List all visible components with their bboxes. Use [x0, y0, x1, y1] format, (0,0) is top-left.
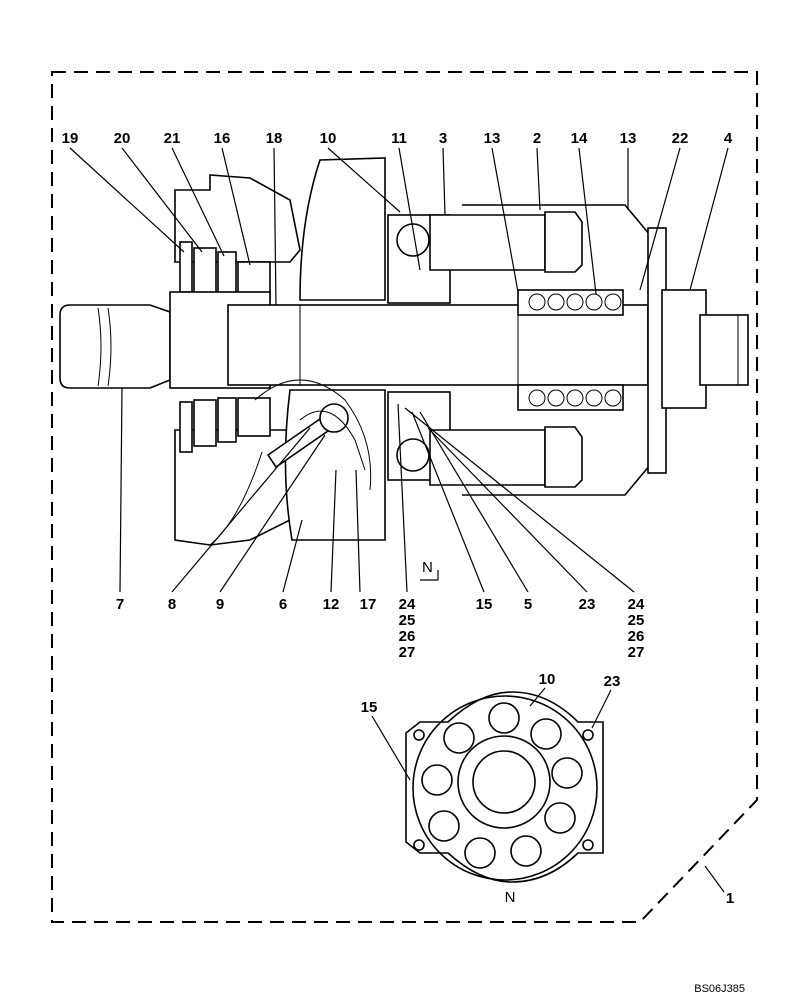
callout-13b: 13	[620, 130, 637, 147]
callout-22: 22	[672, 130, 689, 147]
callout-21: 21	[164, 130, 181, 147]
callout-25: 25	[399, 612, 416, 629]
centre-bore	[457, 735, 551, 829]
callout-27: 27	[399, 644, 416, 661]
callout-17: 17	[360, 596, 377, 613]
spring-assembly	[517, 289, 624, 411]
callout-24b: 24	[628, 596, 645, 613]
end-bearing	[661, 289, 707, 409]
callout-2: 2	[533, 130, 541, 147]
callout-8: 8	[168, 596, 176, 613]
callout-19: 19	[62, 130, 79, 147]
callout-23: 23	[579, 596, 596, 613]
drawing-code: BS06J385	[694, 983, 745, 995]
callout-10: 10	[320, 130, 337, 147]
face-callout-23: 23	[604, 673, 621, 690]
assembly-boundary	[51, 71, 758, 923]
pump-section-view	[59, 157, 749, 546]
callout-25b: 25	[628, 612, 645, 629]
callout-18: 18	[266, 130, 283, 147]
callout-7: 7	[116, 596, 124, 613]
callout-27b: 27	[628, 644, 645, 661]
callout-16: 16	[214, 130, 231, 147]
callout-9: 9	[216, 596, 224, 613]
leader-lines-bottom	[119, 387, 635, 593]
valve-plate-outline	[405, 691, 604, 883]
callout-6: 6	[279, 596, 287, 613]
callouts-bottom: 7 8 9 6 12 17 24 25 26 27 15 5 23 24 25 …	[116, 596, 645, 661]
valve-plate-face-view: 15 10 23 N	[361, 671, 621, 906]
face-callout-15: 15	[361, 699, 378, 716]
callout-12: 12	[323, 596, 340, 613]
callout-24: 24	[399, 596, 416, 613]
callout-3: 3	[439, 130, 447, 147]
callout-4: 4	[724, 130, 733, 147]
face-view-label: N	[505, 889, 516, 906]
callout-26: 26	[399, 628, 416, 645]
callout-5: 5	[524, 596, 532, 613]
callout-14: 14	[571, 130, 588, 147]
callout-13: 13	[484, 130, 501, 147]
callouts-top: 19 20 21 16 18 10 11 3 13 2 14 13 22 4	[62, 130, 733, 147]
leader-lines-top	[69, 147, 729, 306]
view-marker: N	[420, 559, 439, 581]
callout-26b: 26	[628, 628, 645, 645]
view-marker-label: N	[422, 559, 433, 576]
callout-15: 15	[476, 596, 493, 613]
piston-upper	[429, 214, 546, 271]
shaft-spline-end	[59, 304, 171, 389]
assembly-callout: 1	[704, 865, 734, 907]
swash-plate	[299, 157, 386, 301]
face-callout-10: 10	[539, 671, 556, 688]
callout-11: 11	[391, 130, 407, 147]
callout-20: 20	[114, 130, 131, 147]
cylinder-bores	[421, 702, 583, 869]
callout-1: 1	[726, 890, 734, 907]
